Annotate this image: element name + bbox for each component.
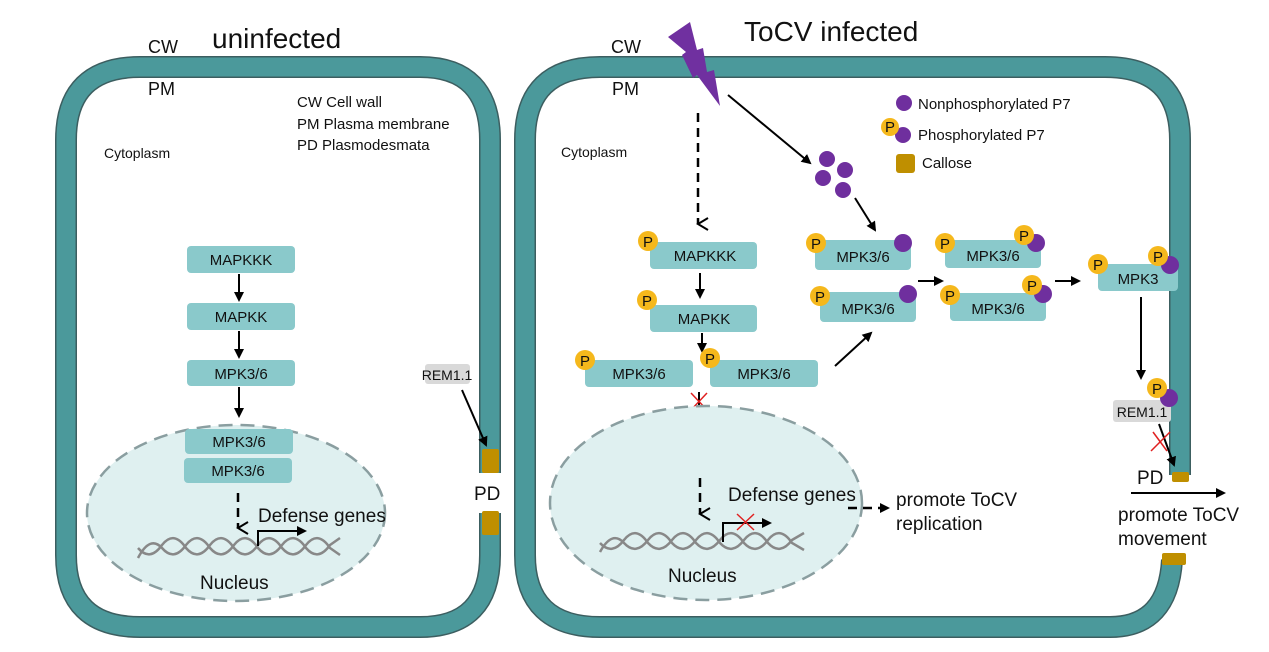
pd-label-right: PD [1137,468,1163,489]
legend: Nonphosphorylated P7 P Phosphorylated P7… [881,95,1071,173]
svg-text:MAPKKK: MAPKKK [210,252,273,269]
transcription-arrow [722,518,772,542]
dna-helix [598,531,805,553]
nuclear-mpk36: MPK3/6 [185,429,293,454]
pd-label-left: PD [474,484,500,505]
rem11-right: REM1.1 P [1113,378,1178,422]
svg-text:P: P [1019,228,1029,245]
phosphorylated-p7-icon: P [881,118,911,143]
legend-label: Callose [922,155,972,172]
right-mpk36-a: MPK3/6 P [575,350,693,387]
callose-deposit [482,449,499,473]
p7-cluster [815,151,853,198]
svg-text:REM1.1: REM1.1 [1117,404,1168,420]
dna-helix [136,536,341,559]
svg-text:MAPKK: MAPKK [678,311,731,328]
right-mapkk: MAPKK P [637,290,757,332]
svg-text:MPK3/6: MPK3/6 [971,301,1024,318]
blocked-arrow [1158,423,1176,467]
left-mapkk: MAPKK [187,303,295,330]
pm-label: PM [148,79,175,99]
arrow [834,331,873,367]
movement-label-1: promote ToCV [1118,505,1239,526]
mpk36-p7-phos-1: MPK3/6 P P [935,225,1045,268]
svg-text:P: P [885,119,895,136]
svg-text:MAPKK: MAPKK [215,309,268,326]
svg-text:P: P [1152,381,1162,398]
svg-text:P: P [705,351,715,368]
svg-text:P: P [642,293,652,310]
left-mpk36: MPK3/6 [187,360,295,386]
svg-text:P: P [940,236,950,253]
svg-text:MPK3/6: MPK3/6 [836,249,889,266]
svg-text:P: P [811,236,821,253]
cytoplasm-label: Cytoplasm [104,145,170,161]
abbrev-cw: CW Cell wall [297,94,382,111]
left-cell-wall-fill [56,57,500,637]
replication-label-1: promote ToCV [896,490,1017,511]
nuclear-mpk36: MPK3/6 [184,458,292,483]
transcription-arrow [257,526,307,546]
left-mapkkk: MAPKKK [187,246,295,273]
left-cell [55,56,501,638]
right-mpk36-b: MPK3/6 P [700,348,818,387]
right-mapkkk: MAPKKK P [638,231,757,269]
callose-deposit [1172,472,1189,482]
svg-text:MPK3/6: MPK3/6 [211,463,264,480]
right-cell [514,56,1191,638]
movement-label-2: movement [1118,529,1207,550]
rem11-left: REM1.1 [422,364,473,384]
mpk3-p7-phos: MPK3 P P [1088,246,1179,291]
inhibition-x-icon [1150,431,1171,452]
right-cell-wall-fill [515,57,1190,637]
callose-icon [896,154,915,173]
mpk36-p7-bound-1: MPK3/6 P [806,233,912,270]
arrow [461,389,488,447]
defense-genes-label: Defense genes [258,506,386,527]
nonphosphorylated-p7-icon [896,95,912,111]
svg-text:P: P [580,353,590,370]
inhibition-x-icon [736,513,755,531]
svg-text:REM1.1: REM1.1 [422,367,473,383]
nucleus-left [85,423,387,603]
svg-text:MAPKKK: MAPKKK [674,248,737,265]
defense-genes-label: Defense genes [728,485,856,506]
cw-label: CW [148,37,178,57]
svg-text:P: P [1093,257,1103,274]
pm-label: PM [612,79,639,99]
svg-text:MPK3/6: MPK3/6 [612,366,665,383]
mpk36-p7-phos-2: MPK3/6 P P [940,275,1052,321]
arrow [727,94,812,165]
abbrev-pm: PM Plasma membrane [297,116,450,133]
mpk36-p7-bound-2: MPK3/6 P [810,285,917,322]
svg-text:P: P [1027,278,1037,295]
legend-label: Nonphosphorylated P7 [918,96,1071,113]
virus-lightning-icon [668,22,720,106]
svg-text:P: P [643,234,653,251]
svg-text:MPK3/6: MPK3/6 [214,366,267,383]
cytoplasm-label: Cytoplasm [561,144,627,160]
callose-deposit [1162,553,1186,565]
title-tocv-infected: ToCV infected [744,16,918,47]
svg-text:MPK3/6: MPK3/6 [966,248,1019,265]
arrow [854,197,877,232]
svg-text:MPK3/6: MPK3/6 [737,366,790,383]
svg-text:MPK3: MPK3 [1118,271,1159,288]
nucleus-label: Nucleus [200,573,269,594]
svg-text:P: P [945,288,955,305]
legend-label: Phosphorylated P7 [918,127,1045,144]
svg-text:MPK3/6: MPK3/6 [212,434,265,451]
svg-text:P: P [1153,249,1163,266]
svg-text:MPK3/6: MPK3/6 [841,301,894,318]
callose-deposit [482,511,499,535]
abbrev-pd: PD Plasmodesmata [297,137,430,154]
svg-text:P: P [815,289,825,306]
arrowhead [880,503,890,513]
cw-label: CW [611,37,641,57]
nucleus-right [548,404,864,602]
nucleus-label: Nucleus [668,566,737,587]
replication-label-2: replication [896,514,983,535]
title-uninfected: uninfected [212,23,341,54]
